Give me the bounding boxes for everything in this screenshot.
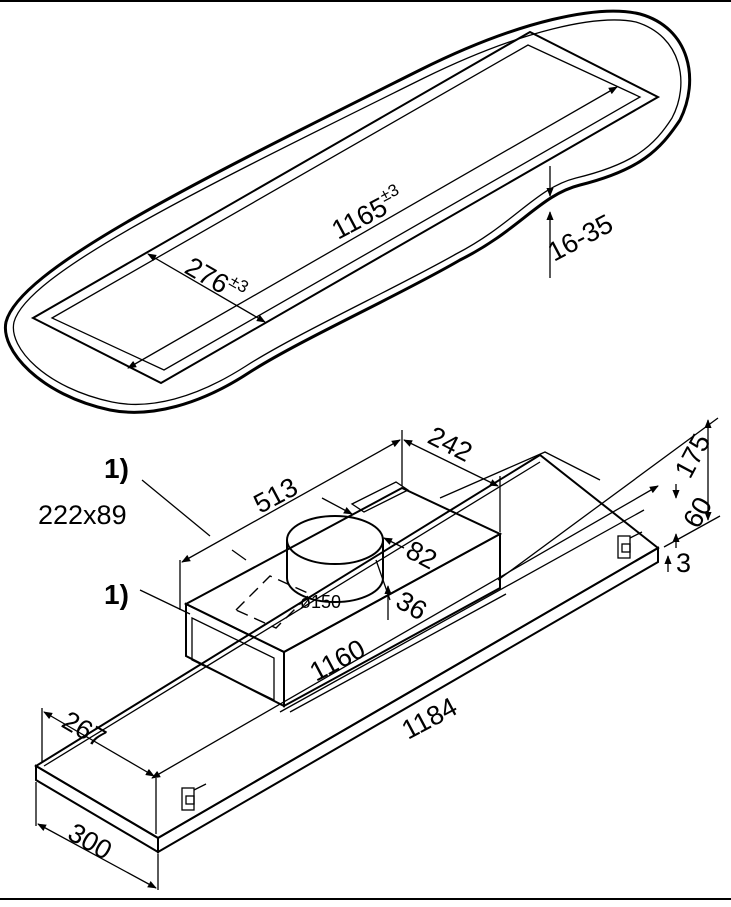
dim82-arrow-left xyxy=(321,497,353,515)
dim60-label: 60 xyxy=(677,492,718,533)
callout-1-marker: 1) xyxy=(104,453,129,484)
motor-box-end xyxy=(191,616,275,702)
bracket-right xyxy=(617,531,643,559)
hood-unit: 513 242 175 60 3 82 36 ø150 1160 1184 xyxy=(34,417,721,890)
dim3-label: 3 xyxy=(676,548,691,578)
dim242-line xyxy=(403,439,499,487)
dim1160-label: 1160 xyxy=(305,634,370,688)
cutout-length-label: 1165±3 xyxy=(325,180,408,245)
callout-size-label: 222x89 xyxy=(38,500,127,530)
cutout-opening-outer xyxy=(30,30,661,385)
dim513-label: 513 xyxy=(249,472,303,520)
dim300-label: 300 xyxy=(63,817,117,866)
callout-1-leader-tick xyxy=(231,549,247,561)
diameter-label: ø150 xyxy=(300,592,341,612)
cutout-width-label: 276±3 xyxy=(180,249,252,310)
dim1184-line xyxy=(151,485,659,779)
dim82-arrow-right xyxy=(383,537,405,549)
connector-block xyxy=(350,481,410,513)
callout-2-marker: 1) xyxy=(104,579,129,610)
dim267-line xyxy=(43,711,155,777)
dim300-line xyxy=(37,823,157,889)
cutout-width-line xyxy=(147,253,266,323)
thickness-label: 16-35 xyxy=(543,208,618,267)
callout-1-leader xyxy=(141,479,211,537)
dim1184-label: 1184 xyxy=(397,692,462,746)
bracket-left xyxy=(181,783,207,811)
dim175-label: 175 xyxy=(669,429,717,483)
worktop-cutout: 1165±3 276±3 16-35 xyxy=(3,9,692,414)
chimney-footprint xyxy=(439,451,601,499)
callout-2-leader xyxy=(139,589,191,615)
dim242-label: 242 xyxy=(423,421,477,468)
